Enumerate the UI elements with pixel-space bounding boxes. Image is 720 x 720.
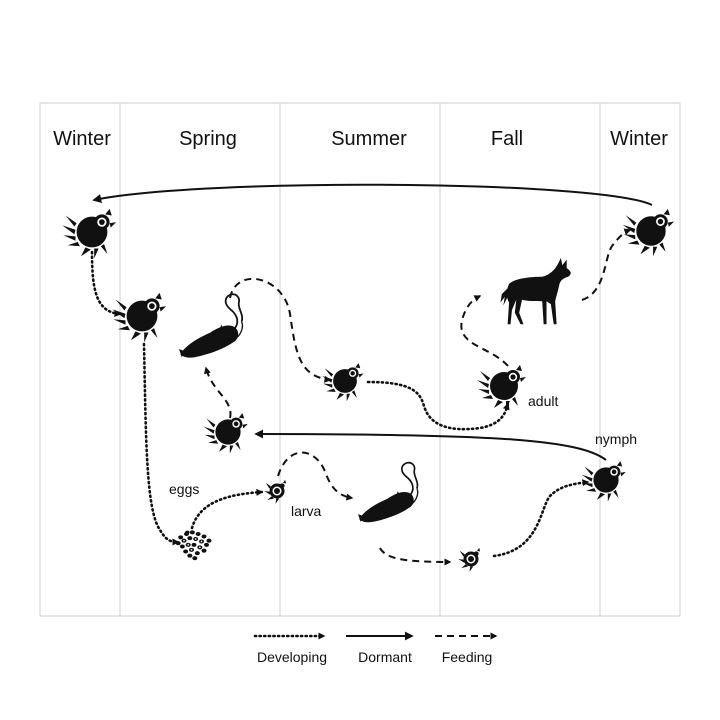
season-columns: [39, 102, 681, 617]
arrow-feeding-larva-to-mouse: [277, 451, 354, 501]
adult-tick-icon-fall: [477, 365, 526, 410]
arrow-feeding-deer-to-winter-adult: [581, 228, 632, 301]
mouse-icon-spring: [177, 293, 244, 359]
adult-tick-icon-winter-start: [62, 208, 117, 259]
season-label-winter-end: Winter: [610, 128, 668, 150]
arrow-developing-larva-to-nymph: [492, 479, 590, 558]
larva-tick-icon: [264, 479, 286, 504]
arrow-feeding-nymph-to-mouse: [203, 366, 232, 419]
legend-dormant-label: Dormant: [358, 649, 412, 665]
nymph-tick-icon-spring: [203, 413, 248, 454]
season-label-winter-start: Winter: [53, 128, 111, 150]
column-winter-end: [599, 102, 681, 617]
legend-developing-label: Developing: [257, 649, 327, 665]
egg-cluster-icon: [175, 530, 212, 561]
arrow-developing-eggs-to-larva: [190, 488, 264, 530]
column-fall: [439, 102, 601, 617]
arrow-developing-to-eggs: [142, 342, 180, 546]
label-eggs: eggs: [169, 481, 199, 497]
arrow-dormant-adult-overwinter: [92, 183, 653, 206]
label-nymph: nymph: [595, 431, 637, 447]
season-label-summer: Summer: [331, 128, 407, 150]
arrow-feeding-adult-to-deer: [460, 295, 509, 367]
label-larva: larva: [291, 503, 322, 519]
life-cycle-arrows: [90, 183, 653, 566]
nymph-tick-icon-summer: [322, 363, 364, 402]
legend: Developing Dormant Feeding: [253, 631, 498, 665]
mouse-icon-summer: [356, 461, 419, 524]
nymph-tick-icon-late-fall: [581, 461, 626, 502]
season-label-fall: Fall: [491, 128, 523, 150]
season-label-spring: Spring: [179, 128, 237, 150]
arrow-developing-winter-to-spring: [90, 250, 122, 318]
column-winter-start: [39, 102, 121, 617]
arrow-developing-nymph-to-adult: [366, 380, 510, 431]
arrow-dormant-nymph-overwinter: [254, 429, 607, 461]
arrow-feeding-mouse-to-fed-larva: [379, 547, 452, 566]
adult-tick-icon-winter-end: [622, 208, 675, 257]
legend-feeding-label: Feeding: [442, 649, 493, 665]
column-summer: [279, 102, 441, 617]
label-adult: adult: [528, 393, 558, 409]
fed-larva-tick-icon: [458, 547, 480, 572]
deer-icon: [500, 258, 571, 325]
arrow-feeding-mouse-to-fed-nymph: [229, 278, 332, 383]
